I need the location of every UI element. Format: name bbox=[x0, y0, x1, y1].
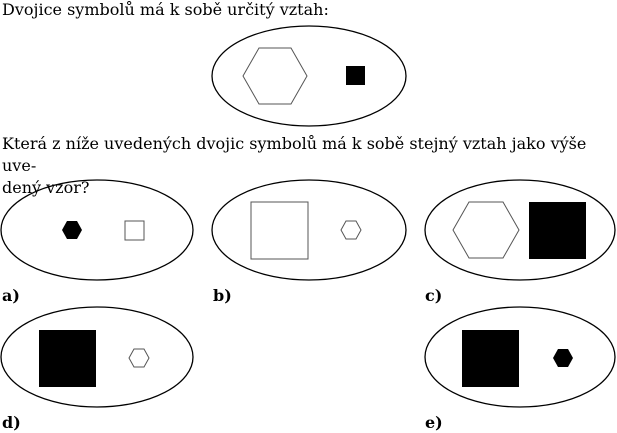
example-square-small-filled bbox=[346, 66, 365, 85]
option-b-ellipse bbox=[211, 179, 407, 281]
option-d-hexagon-small-outline bbox=[128, 348, 150, 368]
option-e-hexagon-small-filled bbox=[553, 349, 573, 367]
option-a-square-small-outline bbox=[124, 220, 145, 241]
option-e-square-large-filled bbox=[462, 330, 519, 387]
example-hexagon-large-outline bbox=[242, 47, 308, 105]
option-a-label[interactable]: a) bbox=[2, 286, 20, 305]
option-b-label[interactable]: b) bbox=[213, 286, 232, 305]
question-line-1: Která z níže uvedených dvojic symbolů má… bbox=[2, 134, 587, 175]
option-e-pair[interactable] bbox=[424, 306, 616, 408]
option-c-hexagon-large-outline bbox=[452, 201, 520, 259]
option-d-ellipse bbox=[0, 306, 194, 408]
option-a-pair[interactable] bbox=[0, 179, 194, 281]
option-c-label[interactable]: c) bbox=[425, 286, 443, 305]
option-e-label[interactable]: e) bbox=[425, 413, 443, 432]
option-b-pair[interactable] bbox=[211, 179, 407, 281]
option-e-ellipse bbox=[424, 306, 616, 408]
option-c-pair[interactable] bbox=[424, 179, 616, 281]
option-b-hexagon-small-outline bbox=[340, 220, 362, 240]
option-a-ellipse bbox=[0, 179, 194, 281]
option-d-square-large-filled bbox=[39, 330, 96, 387]
option-c-ellipse bbox=[424, 179, 616, 281]
option-b-square-large-outline bbox=[250, 201, 309, 260]
option-a-hexagon-small-filled bbox=[62, 221, 82, 239]
intro-text: Dvojice symbolů má k sobě určitý vztah: bbox=[2, 0, 329, 19]
option-d-pair[interactable] bbox=[0, 306, 194, 408]
example-ellipse bbox=[211, 25, 407, 127]
example-pair bbox=[211, 25, 407, 127]
option-d-label[interactable]: d) bbox=[2, 413, 21, 432]
option-c-square-large-filled bbox=[529, 202, 586, 259]
